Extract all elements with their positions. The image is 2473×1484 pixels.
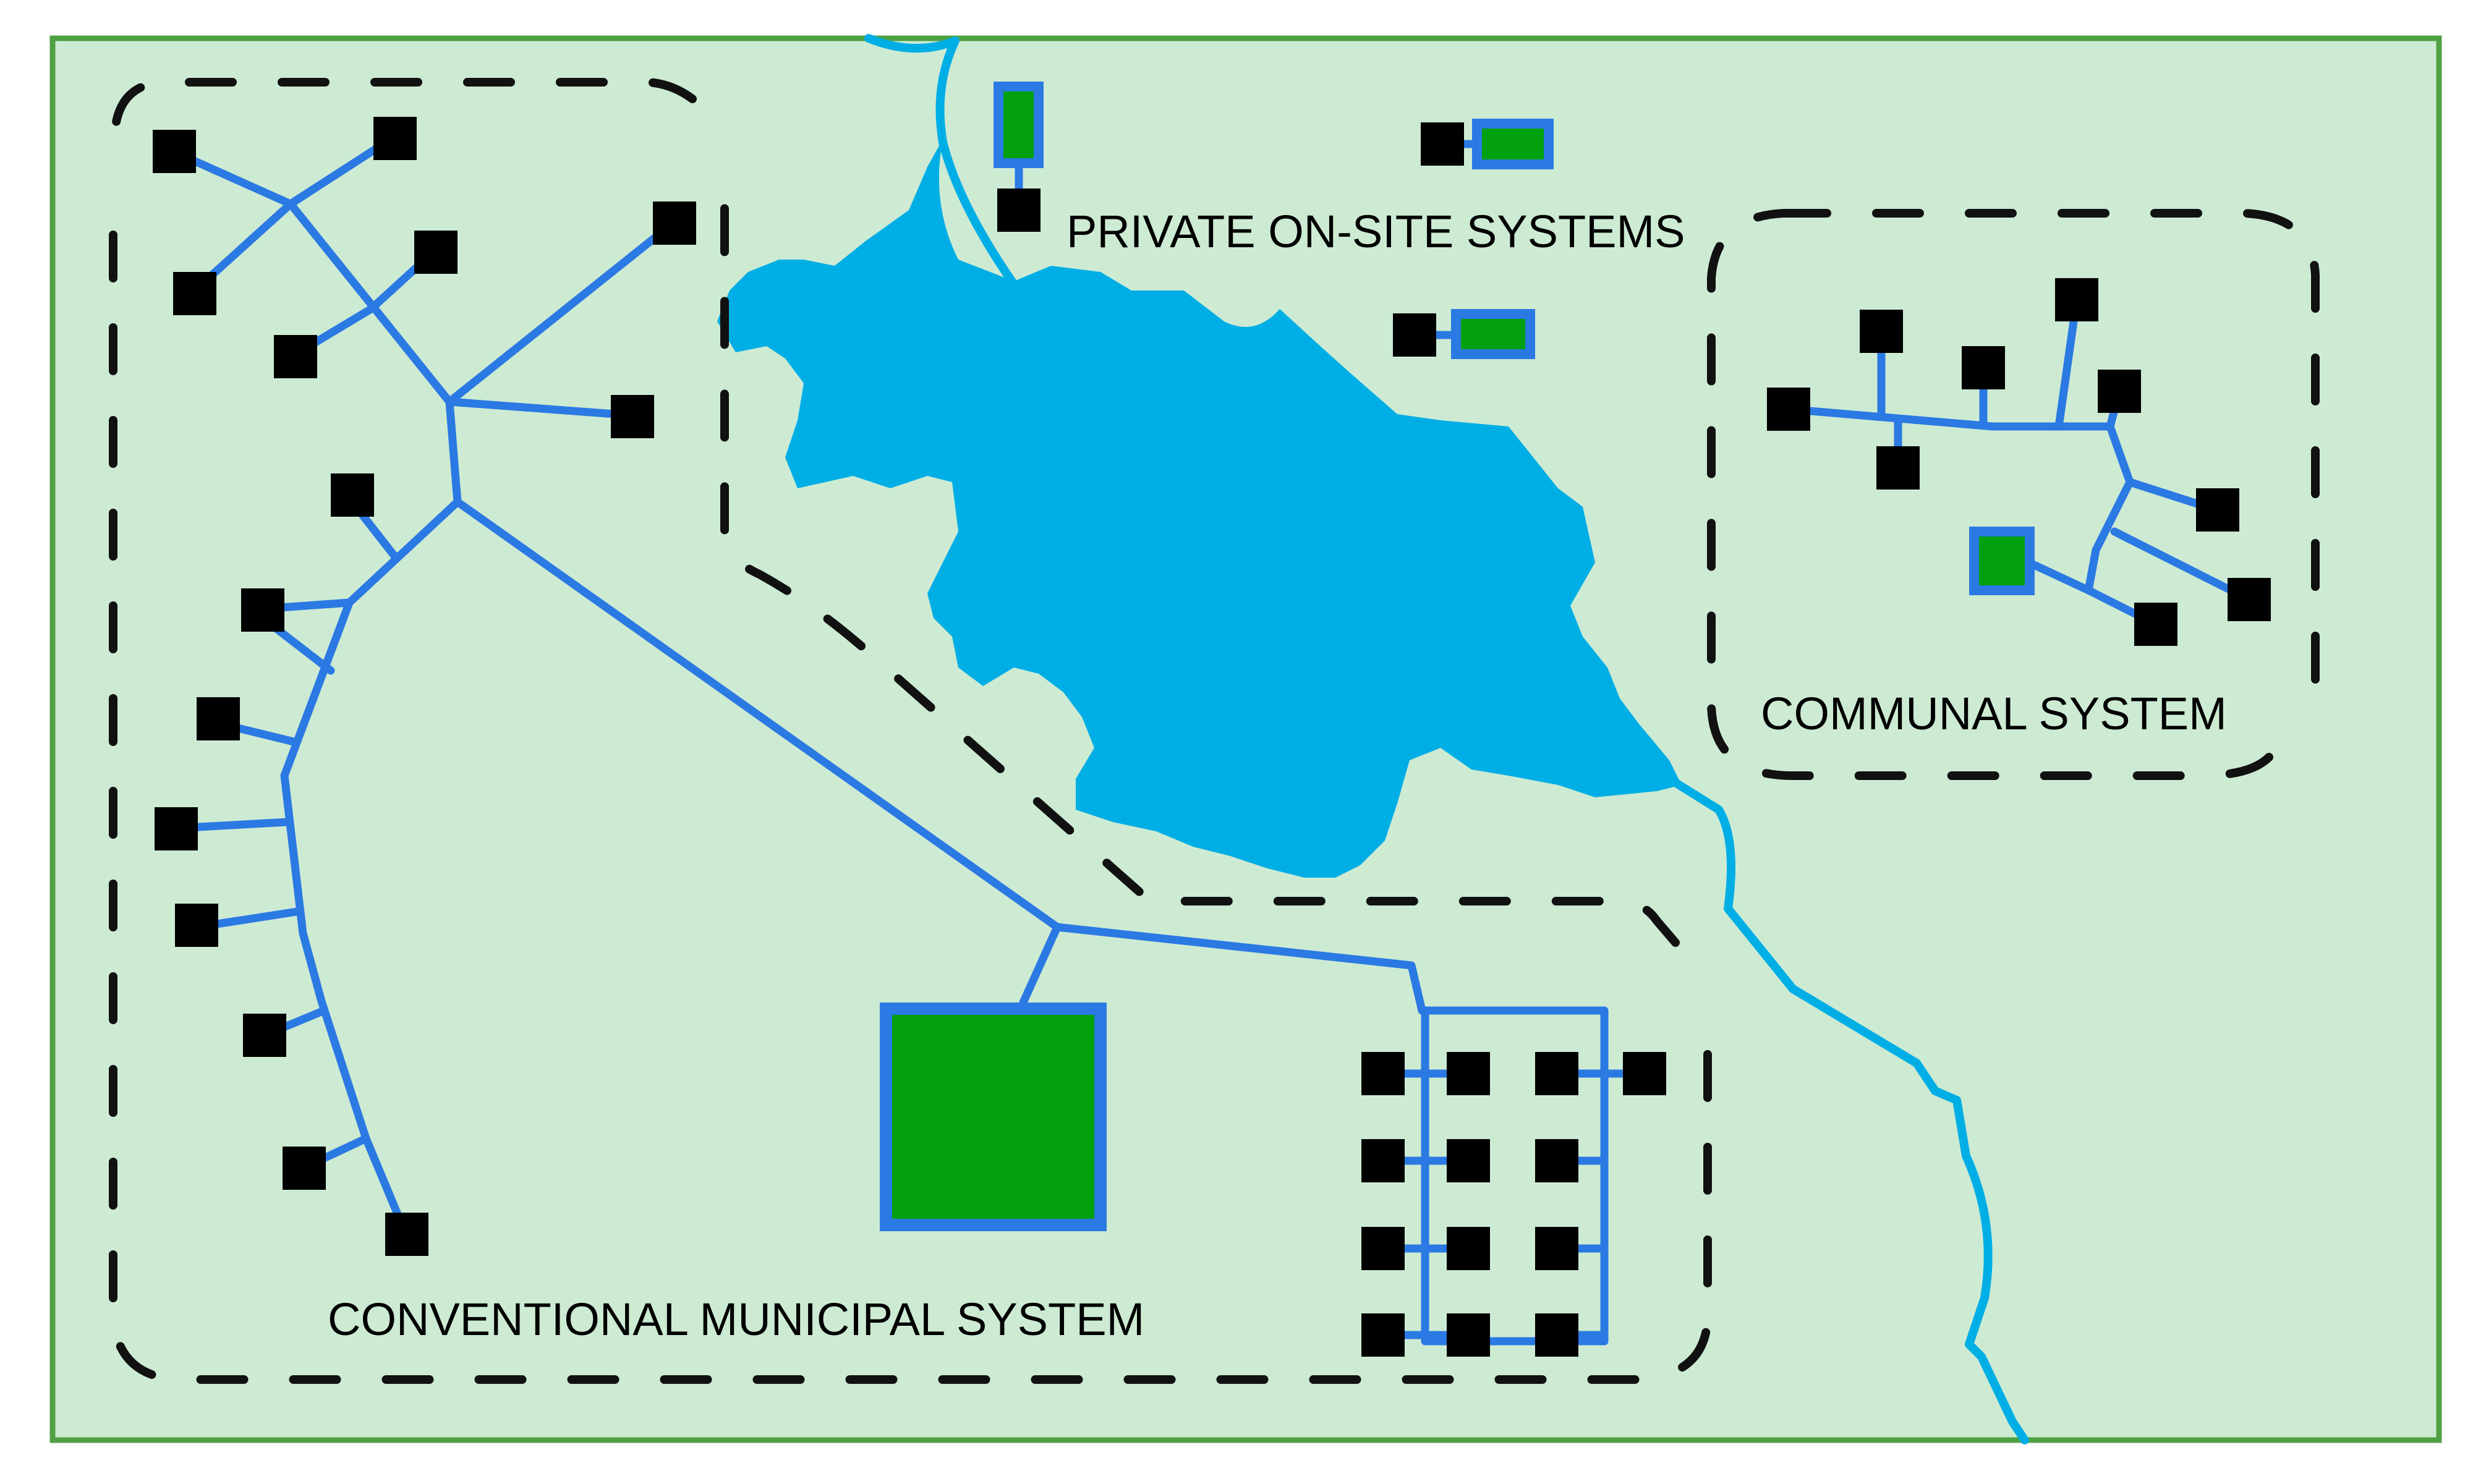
house <box>1421 122 1464 166</box>
communal-trunk <box>1784 405 2134 595</box>
house <box>373 117 417 160</box>
house <box>283 1147 326 1190</box>
house <box>243 1014 286 1057</box>
house <box>1393 313 1436 357</box>
house <box>1535 1227 1578 1270</box>
trunk-main <box>286 200 1062 931</box>
house <box>175 904 218 947</box>
house <box>2098 370 2141 413</box>
label-private-systems: PRIVATE ON-SITE SYSTEMS <box>1066 206 1685 257</box>
house <box>274 335 317 378</box>
private-septic-tank-1 <box>994 82 1044 168</box>
pipe-to-plant <box>1019 923 1062 1007</box>
house <box>414 231 458 274</box>
communal-boundary <box>1707 209 2320 780</box>
house <box>1447 1052 1490 1095</box>
house <box>1623 1052 1666 1095</box>
municipal-treatment-plant <box>880 1003 1107 1231</box>
grid-loop <box>1418 1006 1609 1346</box>
private-septic-tank-2 <box>1472 119 1554 169</box>
grid-stubs <box>1379 1069 1649 1339</box>
house <box>1535 1139 1578 1182</box>
house <box>1962 346 2005 389</box>
house <box>2228 578 2271 621</box>
house <box>2196 488 2239 532</box>
house <box>1876 446 1920 490</box>
house <box>1767 388 1810 431</box>
house <box>385 1213 428 1256</box>
house <box>997 189 1041 232</box>
municipal-boundary <box>109 77 1712 1384</box>
house <box>241 588 284 632</box>
house <box>1447 1313 1490 1357</box>
boundary-lines <box>109 77 2320 1384</box>
house <box>1447 1227 1490 1270</box>
label-communal-system: COMMUNAL SYSTEM <box>1761 688 2227 739</box>
house <box>1361 1313 1405 1357</box>
house <box>155 807 198 850</box>
river <box>864 34 2029 1444</box>
pipe-to-grid <box>1053 923 1426 1015</box>
label-municipal-system: CONVENTIONAL MUNICIPAL SYSTEM <box>328 1294 1144 1345</box>
house <box>653 201 696 245</box>
house <box>153 130 196 173</box>
house <box>1535 1052 1578 1095</box>
house <box>1361 1052 1405 1095</box>
house <box>1361 1139 1405 1182</box>
house <box>197 697 240 740</box>
house <box>1535 1313 1578 1357</box>
house <box>331 473 374 517</box>
branch-left-stubs <box>172 496 400 1172</box>
communal-treatment-unit <box>1969 527 2035 595</box>
houses <box>153 117 2271 1357</box>
house <box>2055 278 2098 321</box>
treatment-facilities <box>880 82 2035 1231</box>
branch-upper-right <box>445 218 678 420</box>
house <box>173 272 216 315</box>
house <box>611 395 654 438</box>
house <box>2134 603 2177 646</box>
lake <box>717 139 1682 878</box>
house <box>1361 1227 1405 1270</box>
house <box>1447 1139 1490 1182</box>
private-septic-tank-3 <box>1451 309 1535 359</box>
house <box>1860 310 1903 353</box>
